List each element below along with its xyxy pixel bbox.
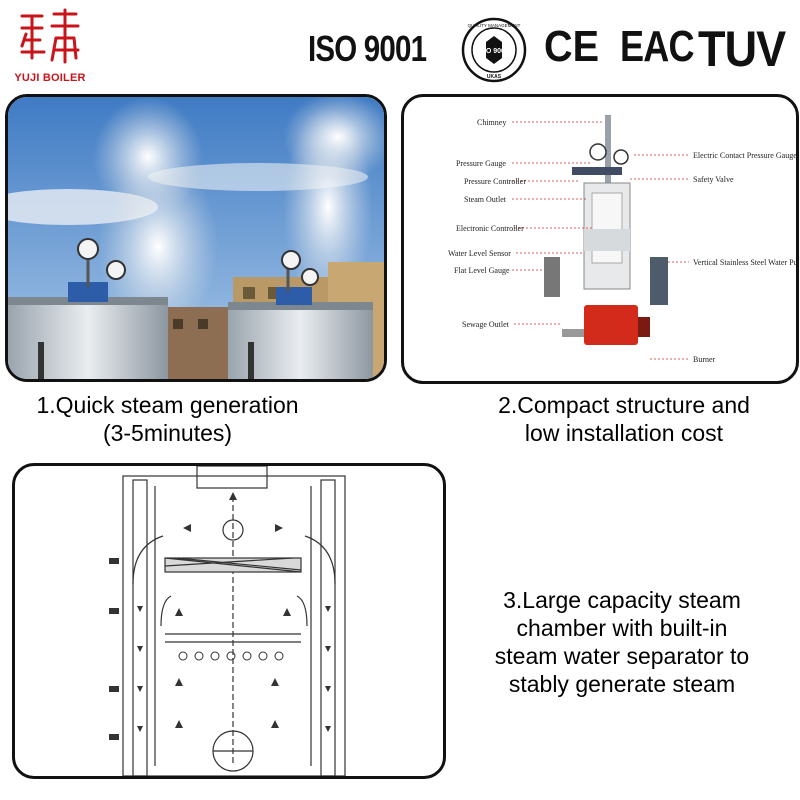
feature-1-line-2: (3-5minutes) (102, 420, 233, 446)
cross-section-illustration (109, 466, 346, 776)
label-sewage-outlet: Sewage Outlet (462, 320, 510, 329)
label-pressure-controller: Pressure Controller (464, 177, 526, 186)
label-flat-level-gauge: Flat Level Gauge (454, 266, 510, 275)
tuv-mark: TUV (698, 21, 786, 77)
steam-generation-photo (5, 94, 387, 382)
brand-name: YUJI BOILER (14, 72, 86, 84)
iso-certification-seal-icon: ISO 9001 QUALITY MANAGEMENT UKAS (461, 17, 527, 83)
brand-seal-icon (20, 8, 80, 64)
iso-seal-center-text: ISO 9001 (479, 48, 509, 55)
label-steam-outlet: Steam Outlet (464, 195, 507, 204)
feature-3-line-4: stably generate steam (508, 671, 736, 697)
feature-3-line-3: steam water separator to (494, 643, 750, 669)
label-electric-contact-pressure-gauge: Electric Contact Pressure Gauge (693, 151, 796, 160)
label-chimney: Chimney (477, 118, 506, 127)
eac-mark: EAC (620, 22, 695, 71)
brand-logo: YUJI BOILER (8, 8, 92, 88)
label-burner: Burner (693, 355, 716, 364)
iso-seal-bottom-text: UKAS (487, 74, 502, 80)
iso-9001-label: ISO 9001 (308, 28, 427, 69)
steam-chamber-cross-section (12, 463, 446, 779)
feature-2-line-1: 2.Compact structure and (498, 392, 750, 418)
feature-1-line-1: 1.Quick steam generation (36, 392, 299, 418)
product-structure-diagram: Chimney Pressure Gauge Pressure Controll… (401, 94, 799, 384)
label-water-level-sensor: Water Level Sensor (448, 249, 511, 258)
feature-2-line-2: low installation cost (524, 420, 724, 446)
feature-3-line-1: 3.Large capacity steam (503, 587, 741, 613)
iso-seal-top-text: QUALITY MANAGEMENT (468, 23, 521, 28)
labeled-boiler-illustration: Chimney Pressure Gauge Pressure Controll… (448, 115, 796, 364)
ce-mark: CE (544, 22, 600, 71)
label-safety-valve: Safety Valve (693, 175, 734, 184)
feature-3-line-2: chamber with built-in (516, 615, 728, 641)
label-electronic-controller: Electronic Controller (456, 224, 524, 233)
certifications-bar: ISO 9001 ISO 9001 QUALITY MANAGEMENT UKA… (300, 8, 792, 88)
label-pressure-gauge: Pressure Gauge (456, 159, 506, 168)
boiler-photo-illustration (8, 97, 384, 379)
feature-caption-2: 2.Compact structure and low installation… (462, 391, 786, 447)
feature-caption-3: 3.Large capacity steam chamber with buil… (452, 586, 792, 698)
label-water-pump: Vertical Stainless Steel Water Pump (693, 258, 796, 267)
feature-caption-1: 1.Quick steam generation (3-5minutes) (0, 391, 335, 447)
